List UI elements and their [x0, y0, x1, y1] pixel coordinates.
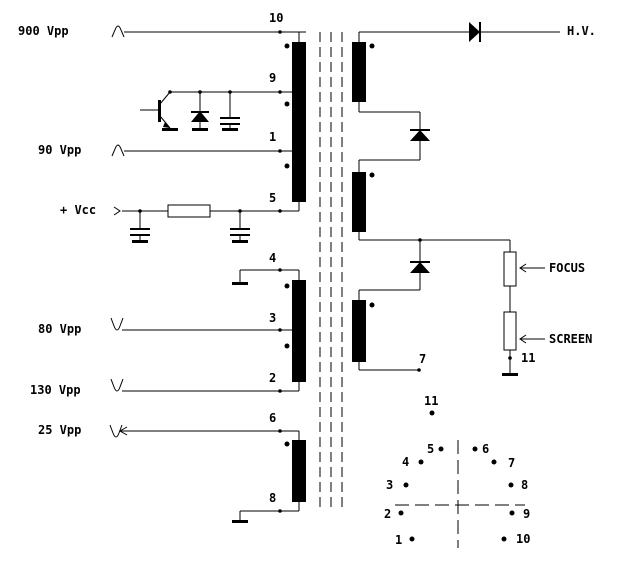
- pulse-25-icon: [109, 424, 123, 438]
- pulse-130-icon: [110, 378, 124, 392]
- vcc-resistor-icon: [167, 204, 211, 218]
- primary-winding-bottom: [292, 440, 306, 502]
- primary-junction-dots: [278, 30, 282, 513]
- vcc-input-icon: [113, 206, 121, 216]
- pinout-8-label: 8: [521, 478, 528, 492]
- screen-label: SCREEN: [549, 332, 592, 346]
- focus-label: FOCUS: [549, 261, 585, 275]
- pinout-dots: [398, 410, 515, 542]
- signal-130vpp-label: 130 Vpp: [30, 383, 81, 397]
- pin-5-label: 5: [269, 191, 276, 205]
- pin-9-label: 9: [269, 71, 276, 85]
- pin-3-label: 3: [269, 311, 276, 325]
- signal-90vpp-label: 90 Vpp: [38, 143, 81, 157]
- secondary-winding-1: [352, 42, 366, 102]
- focus-arrow-icon: [519, 263, 545, 273]
- pin-6-label: 6: [269, 411, 276, 425]
- signal-900vpp-label: 900 Vpp: [18, 24, 69, 38]
- signal-80vpp-label: 80 Vpp: [38, 322, 81, 336]
- pin-7-label: 7: [419, 352, 426, 366]
- pulse-90-icon: [111, 144, 125, 157]
- pinout-1-label: 1: [395, 533, 402, 547]
- pinout-2-label: 2: [384, 507, 391, 521]
- focus-potentiometer: [503, 251, 517, 287]
- secondary-polarity-dots: [369, 43, 375, 308]
- pin-10-label: 10: [269, 11, 283, 25]
- ground-pin-11: [502, 373, 518, 376]
- secondary-winding-3: [352, 300, 366, 362]
- pinout-7-label: 7: [508, 456, 515, 470]
- arrow-25-icon: [118, 426, 128, 436]
- pin-2-label: 2: [269, 371, 276, 385]
- hv-output-label: H.V.: [567, 24, 596, 38]
- transistor-icon: [140, 91, 178, 131]
- pinout-10-label: 10: [516, 532, 530, 546]
- primary-wiring: [120, 31, 306, 520]
- cascade-diode-1-icon: [410, 129, 430, 141]
- vcc-capacitor-1-icon: [130, 211, 150, 243]
- hv-diode-icon: [469, 22, 481, 42]
- screen-arrow-icon: [519, 334, 545, 344]
- pinout-5-label: 5: [427, 442, 434, 456]
- pinout-4-label: 4: [402, 455, 409, 469]
- pin-11-label: 11: [521, 351, 535, 365]
- primary-winding-top: [292, 42, 306, 202]
- ground-pin-4: [232, 282, 248, 285]
- pinout-9-label: 9: [523, 507, 530, 521]
- signal-25vpp-label: 25 Vpp: [38, 423, 81, 437]
- pin-1-label: 1: [269, 130, 276, 144]
- pulse-80-icon: [110, 317, 124, 331]
- pinout-6-label: 6: [482, 442, 489, 456]
- damper-diode-icon: [191, 92, 209, 131]
- retrace-capacitor-icon: [220, 92, 240, 131]
- transformer-core: [319, 32, 343, 512]
- ground-pin-8: [232, 520, 248, 523]
- primary-winding-middle: [292, 280, 306, 382]
- secondary-wiring: [358, 31, 560, 373]
- pinout-11-label: 11: [424, 394, 438, 408]
- cascade-diode-2-icon: [410, 261, 430, 273]
- pulse-900-icon: [111, 25, 125, 38]
- pin-8-label: 8: [269, 491, 276, 505]
- pin-4-label: 4: [269, 251, 276, 265]
- pinout-diagram: [395, 410, 525, 548]
- vcc-label: + Vcc: [60, 203, 96, 217]
- screen-potentiometer: [503, 311, 517, 351]
- vcc-capacitor-2-icon: [230, 211, 250, 243]
- secondary-winding-2: [352, 172, 366, 232]
- pinout-3-label: 3: [386, 478, 393, 492]
- primary-polarity-dots: [284, 43, 290, 447]
